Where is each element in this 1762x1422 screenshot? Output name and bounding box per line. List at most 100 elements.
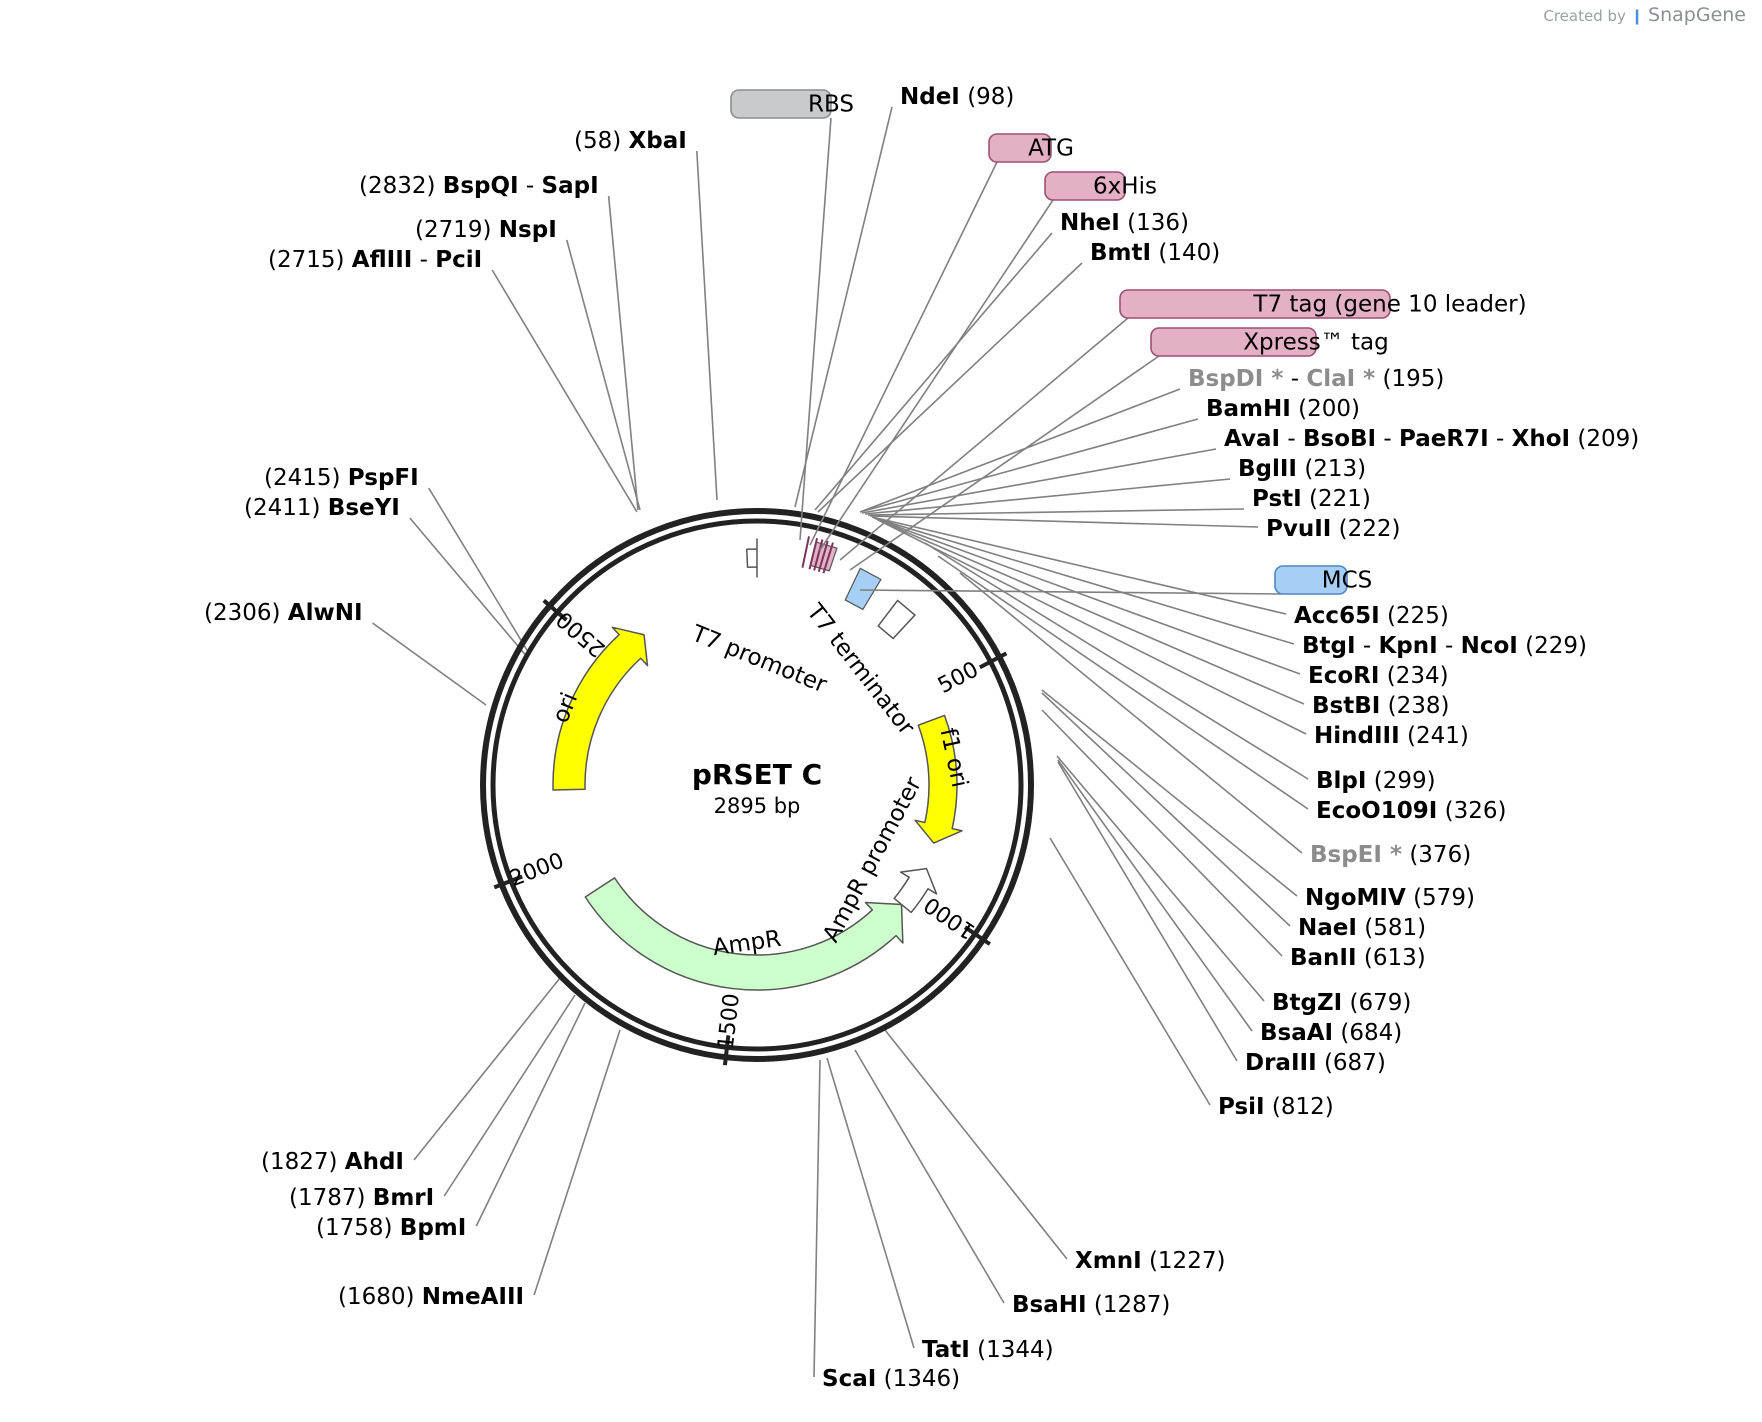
enzyme-position: (1758) (316, 1215, 392, 1241)
enzyme-site-bmti[interactable]: BmtI (140) (1090, 240, 1220, 266)
enzyme-name: PciI (435, 247, 482, 273)
enzyme-site-afliii-pcii[interactable]: (2715) AflIII - PciI (268, 247, 482, 273)
enzyme-separator: - (1376, 426, 1399, 452)
enzyme-label: AvaI - BsoBI - PaeR7I - XhoI (209) (1224, 426, 1639, 452)
enzyme-position: (136) (1127, 210, 1189, 236)
spacer (1087, 1292, 1094, 1318)
enzyme-site-btgi-kpni-ncoi[interactable]: BtgI - KpnI - NcoI (229) (1302, 633, 1587, 659)
enzyme-leader (443, 994, 576, 1197)
spacer (1570, 426, 1577, 452)
enzyme-site-tati[interactable]: TatI (1344) (922, 1337, 1054, 1363)
enzyme-name: TatI (922, 1337, 970, 1363)
enzyme-label: (2832) BspQI - SapI (359, 173, 599, 199)
enzyme-site-pspfi[interactable]: (2415) PspFI (264, 465, 419, 491)
enzyme-site-ecoo109i[interactable]: EcoO109I (326) (1316, 798, 1506, 824)
enzyme-label: Acc65I (225) (1294, 603, 1449, 629)
enzyme-label: (2306) AlwNI (204, 600, 363, 626)
enzyme-site-xbai[interactable]: (58) XbaI (574, 128, 687, 154)
enzyme-site-btgzi[interactable]: BtgZI (679) (1272, 990, 1411, 1016)
enzyme-name: SapI (542, 173, 599, 199)
enzyme-name: NmeAIII (422, 1284, 524, 1310)
enzyme-leader (1041, 709, 1283, 957)
feature-tag-label: ATG (1028, 136, 1074, 162)
enzyme-site-bspqi-sapi[interactable]: (2832) BspQI - SapI (359, 173, 599, 199)
enzyme-leader (475, 1002, 586, 1227)
enzyme-site-bsahi[interactable]: BsaHI (1287) (1012, 1292, 1170, 1318)
enzyme-leader (428, 487, 531, 656)
enzyme-position: (58) (574, 128, 621, 154)
enzyme-site-nhei[interactable]: NheI (136) (1060, 210, 1189, 236)
enzyme-site-bspei[interactable]: BspEI * (376) (1310, 842, 1471, 868)
enzyme-name: AhdI (345, 1149, 404, 1175)
enzyme-site-pvuii[interactable]: PvuII (222) (1266, 516, 1401, 542)
spacer (876, 1366, 883, 1392)
spacer (344, 247, 351, 273)
enzyme-site-bmri[interactable]: (1787) BmrI (289, 1185, 434, 1211)
enzyme-position: (2832) (359, 173, 435, 199)
spacer (280, 600, 287, 626)
enzyme-position: (2306) (204, 600, 280, 626)
enzyme-position: (200) (1298, 396, 1360, 422)
enzyme-leader (879, 520, 1307, 735)
snapgene-logo-icon: ❙ (1630, 7, 1644, 25)
enzyme-site-ahdi[interactable]: (1827) AhdI (261, 1149, 404, 1175)
spacer (1357, 915, 1364, 941)
enzyme-leader (794, 106, 893, 508)
enzyme-site-nmeaiii[interactable]: (1680) NmeAIII (338, 1284, 524, 1310)
enzyme-position: (238) (1388, 693, 1450, 719)
enzyme-name: BspQI (443, 173, 519, 199)
enzyme-position: (1227) (1149, 1248, 1225, 1274)
enzyme-site-bseyi[interactable]: (2411) BseYI (244, 495, 400, 521)
enzyme-site-bamhi[interactable]: BamHI (200) (1206, 396, 1360, 422)
enzyme-site-ndei[interactable]: NdeI (98) (900, 84, 1014, 110)
enzyme-name: AlwNI (288, 600, 363, 626)
tick-mark (493, 874, 523, 890)
enzyme-name: PsiI (1218, 1094, 1265, 1120)
enzyme-name: HindIII (1314, 723, 1400, 749)
enzyme-site-bspdi-clai[interactable]: BspDI * - ClaI * (195) (1188, 366, 1444, 392)
enzyme-site-banii[interactable]: BanII (613) (1290, 945, 1426, 971)
enzyme-leader (873, 517, 1295, 645)
enzyme-site-nspi[interactable]: (2719) NspI (415, 217, 557, 243)
enzyme-name: BanII (1290, 945, 1357, 971)
enzyme-site-naei[interactable]: NaeI (581) (1298, 915, 1426, 941)
enzyme-leader (372, 622, 487, 706)
enzyme-site-draiii[interactable]: DraIII (687) (1245, 1050, 1386, 1076)
enzyme-site-scai[interactable]: ScaI (1346) (822, 1366, 960, 1392)
enzyme-star: * (1382, 842, 1402, 868)
feature-tag-label: T7 tag (gene 10 leader) (1252, 292, 1526, 318)
enzyme-site-avai-bsobi-paer7i-xhoi[interactable]: AvaI - BsoBI - PaeR7I - XhoI (209) (1224, 426, 1639, 452)
enzyme-leader (861, 448, 1217, 514)
enzyme-separator: - (1280, 426, 1303, 452)
enzyme-site-alwni[interactable]: (2306) AlwNI (204, 600, 363, 626)
enzyme-label: BamHI (200) (1206, 396, 1360, 422)
enzyme-site-acc65i[interactable]: Acc65I (225) (1294, 603, 1449, 629)
tick-label: 1000 (920, 891, 980, 943)
enzyme-site-ngomiv[interactable]: NgoMIV (579) (1305, 885, 1475, 911)
enzyme-star: * (1263, 366, 1283, 392)
spacer (1302, 486, 1309, 512)
enzyme-site-blpi[interactable]: BlpI (299) (1316, 768, 1436, 794)
feature-tag-rbs (730, 89, 832, 119)
enzyme-site-ecori[interactable]: EcoRI (234) (1308, 663, 1449, 689)
enzyme-leader (1056, 755, 1265, 1002)
enzyme-site-bglii[interactable]: BglII (213) (1238, 456, 1366, 482)
enzyme-position: (684) (1340, 1020, 1402, 1046)
enzyme-leader (924, 542, 1309, 780)
enzyme-site-bpmi[interactable]: (1758) BpmI (316, 1215, 466, 1241)
enzyme-leader (817, 262, 1083, 513)
enzyme-name: XhoI (1512, 426, 1570, 452)
enzyme-site-bstbi[interactable]: BstBI (238) (1312, 693, 1449, 719)
enzyme-site-bsaai[interactable]: BsaAI (684) (1260, 1020, 1402, 1046)
enzyme-name: BsaAI (1260, 1020, 1333, 1046)
enzyme-leader (1057, 761, 1238, 1062)
spacer (1317, 1050, 1324, 1076)
spacer (365, 1185, 372, 1211)
enzyme-site-psti[interactable]: PstI (221) (1252, 486, 1371, 512)
feature-tag-label: RBS (808, 92, 854, 118)
feature-tag-leader (809, 161, 998, 546)
enzyme-site-hindiii[interactable]: HindIII (241) (1314, 723, 1469, 749)
enzyme-name: PvuII (1266, 516, 1331, 542)
enzyme-site-xmni[interactable]: XmnI (1227) (1075, 1248, 1225, 1274)
enzyme-site-psii[interactable]: PsiI (812) (1218, 1094, 1334, 1120)
